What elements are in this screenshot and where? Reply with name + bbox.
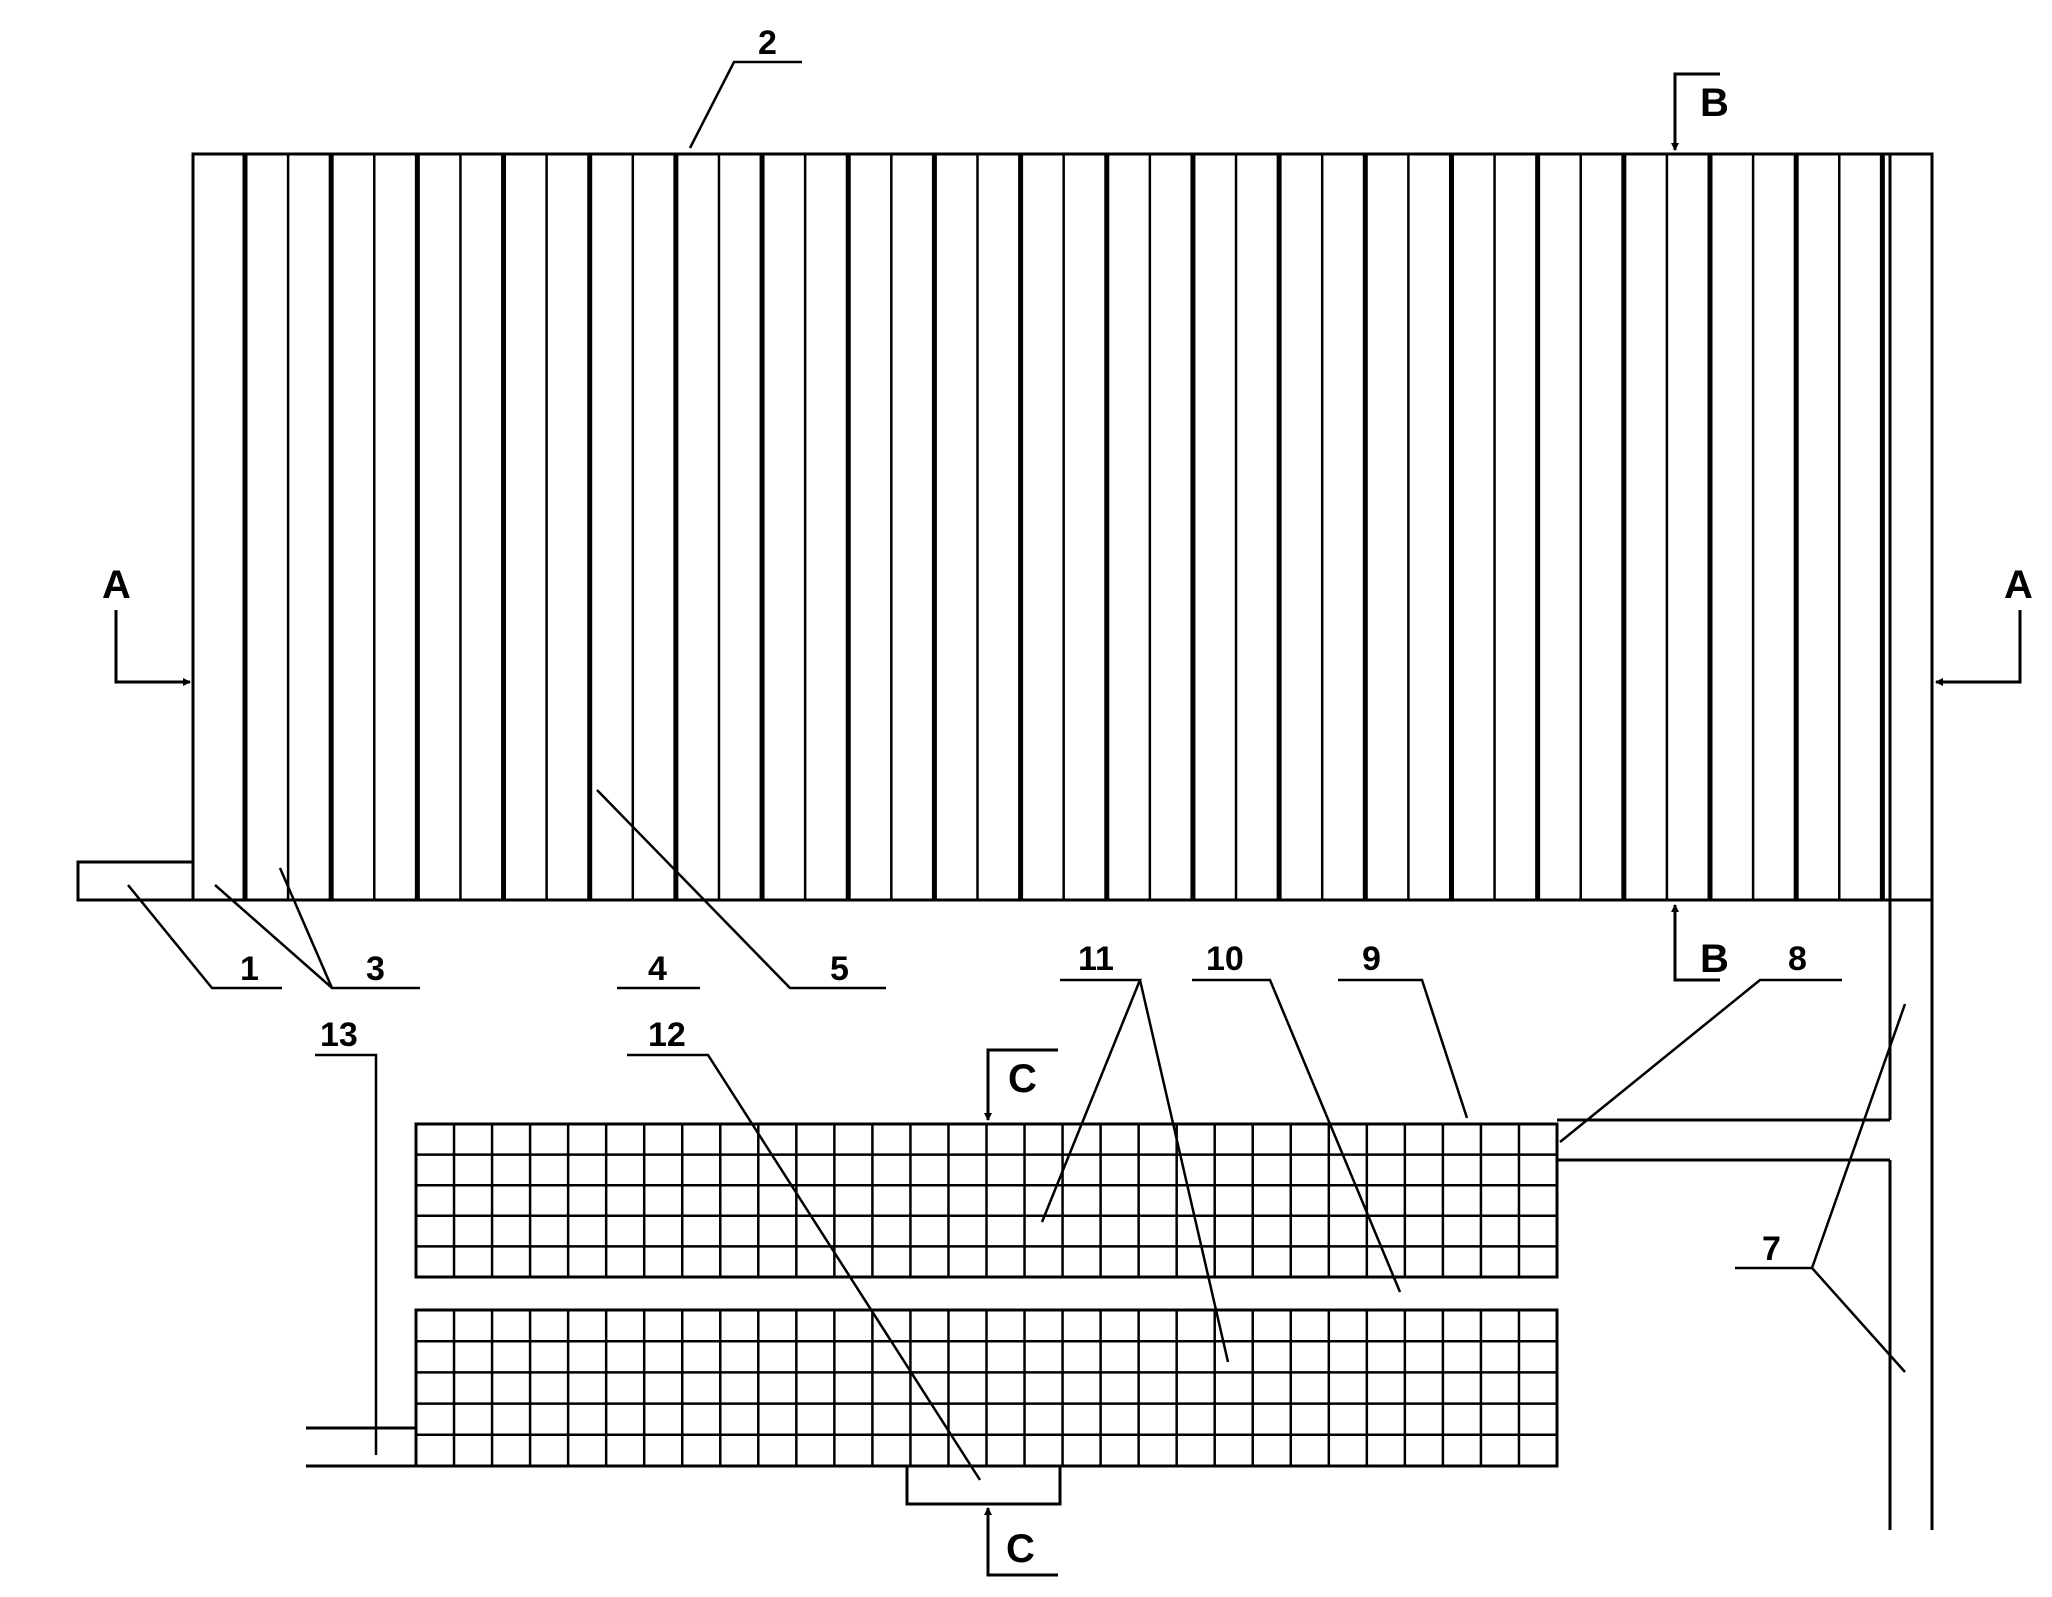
fin-panel — [191, 152, 1934, 902]
section-markers — [114, 72, 2022, 1577]
callout-4: 4 — [648, 950, 667, 988]
right-pipe — [1557, 154, 1934, 1530]
section-c-bottom-leader — [984, 1507, 1058, 1577]
section-a-left-leader — [114, 610, 191, 686]
c-bracket — [905, 1466, 1062, 1506]
callout-5-leader — [596, 789, 886, 990]
callout-1-leader — [127, 884, 282, 990]
section-a-right-leader — [1935, 610, 2022, 686]
callout-2-leader — [688, 60, 802, 149]
callout-11-leader-b — [1138, 979, 1230, 1363]
section-b-top-leader — [1671, 72, 1720, 151]
fin-lines — [242, 154, 1885, 900]
section-c-top-label: C — [1008, 1057, 1037, 1101]
section-b-bottom-leader — [1671, 904, 1720, 982]
callout-13-leader — [315, 1053, 378, 1455]
section-c-bottom-label: C — [1006, 1527, 1035, 1571]
callout-5: 5 — [830, 950, 849, 988]
callout-12-leader — [627, 1053, 982, 1481]
callout-9: 9 — [1362, 940, 1381, 978]
callout-10-leader — [1192, 978, 1402, 1293]
section-c-top-leader — [984, 1048, 1058, 1121]
callout-11: 11 — [1078, 940, 1114, 978]
callout-leaders — [127, 60, 1907, 1481]
callout-2: 2 — [758, 24, 777, 62]
callout-7-leader — [1735, 1003, 1907, 1270]
callout-9-leader — [1338, 978, 1469, 1119]
callout-13: 13 — [320, 1016, 358, 1054]
grid-cells — [416, 1124, 1557, 1466]
section-a-left-label: A — [102, 563, 131, 607]
grid-block — [306, 1122, 1559, 1506]
callout-12: 12 — [648, 1016, 686, 1054]
callout-7: 7 — [1762, 1230, 1781, 1268]
section-b-bottom-label: B — [1700, 937, 1729, 981]
callout-7-leader-b — [1811, 1267, 1906, 1373]
callout-8-leader — [1559, 978, 1842, 1143]
callout-10: 10 — [1206, 940, 1244, 978]
callout-1: 1 — [240, 950, 259, 988]
section-b-top-label: B — [1700, 81, 1729, 125]
base-plate — [76, 860, 1890, 902]
callout-8: 8 — [1788, 940, 1807, 978]
section-a-right-label: A — [2004, 563, 2033, 607]
callout-3: 3 — [366, 950, 385, 988]
callout-3-leader-b — [278, 867, 334, 989]
